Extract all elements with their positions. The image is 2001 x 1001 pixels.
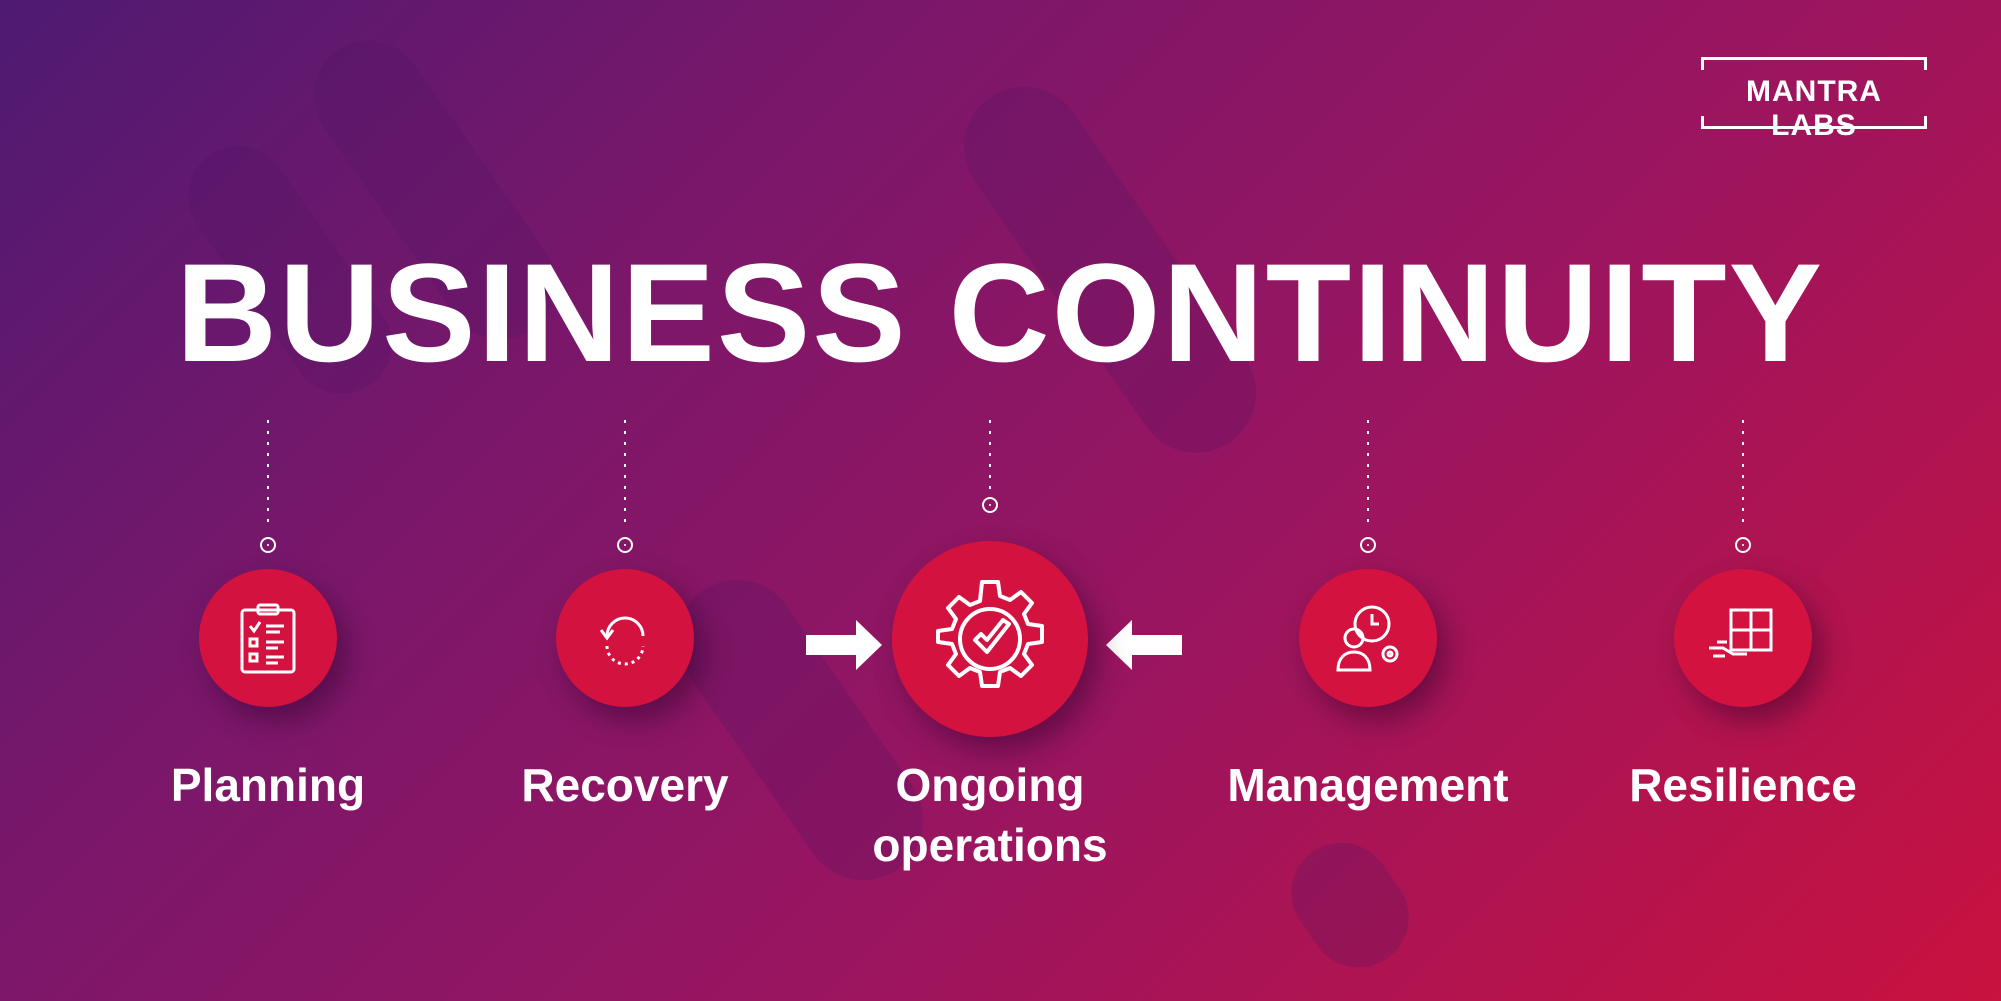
step-label: Planning xyxy=(170,759,366,811)
mantra-labs-logo: MANTRA LABS xyxy=(1701,57,1927,142)
step-label-line2: operations xyxy=(872,819,1108,871)
connector-node-icon xyxy=(982,497,998,513)
arrow-left-icon xyxy=(1106,620,1182,670)
page-title: BUSINESS CONTINUITY xyxy=(175,234,1825,391)
connector-node-icon xyxy=(1735,537,1751,553)
step-label: Recovery xyxy=(521,759,729,811)
manager-clock-gear-icon xyxy=(1299,569,1437,707)
arrow-right-icon xyxy=(806,620,882,670)
step-label-line1: Ongoing xyxy=(895,759,1085,811)
connector-node-icon xyxy=(1360,537,1376,553)
puzzle-hand-icon xyxy=(1674,569,1812,707)
step-label: Resilience xyxy=(1629,759,1857,811)
clipboard-checklist-icon xyxy=(199,569,337,707)
recovery-cycle-icon xyxy=(556,569,694,707)
logo-text: MANTRA LABS xyxy=(1746,75,1882,142)
gear-check-icon xyxy=(892,541,1088,737)
step-label: Management xyxy=(1227,759,1509,811)
connector-node-icon xyxy=(617,537,633,553)
background-shape xyxy=(1271,823,1429,987)
connector-node-icon xyxy=(260,537,276,553)
